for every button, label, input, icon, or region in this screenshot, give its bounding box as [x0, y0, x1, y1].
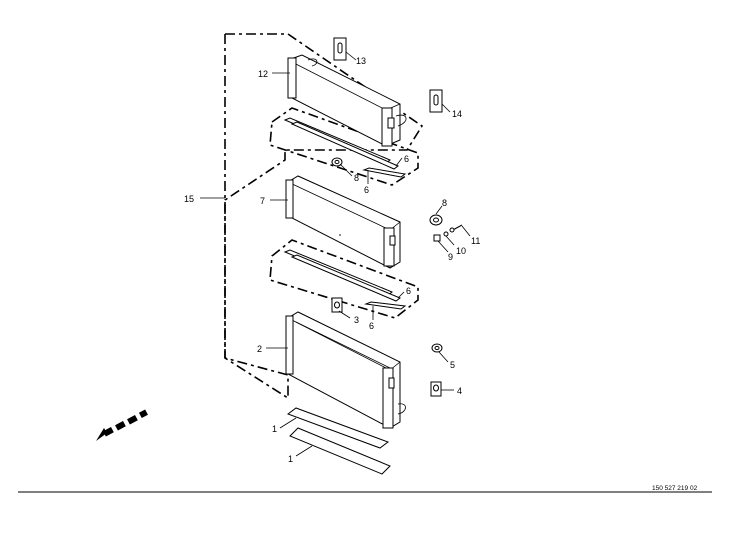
- callout-6d: 6: [369, 321, 374, 331]
- bracket-14: [429, 89, 443, 113]
- callout-8b: 8: [442, 198, 447, 208]
- callout-15: 15: [184, 194, 194, 204]
- callout-12: 12: [258, 69, 268, 79]
- direction-arrow-icon: [96, 409, 148, 441]
- callout-2: 2: [257, 344, 262, 354]
- pad-1-upper: [286, 407, 390, 449]
- callout-4: 4: [457, 386, 462, 396]
- callout-6b: 6: [364, 185, 369, 195]
- grommet-8-right: [429, 214, 443, 226]
- callout-1a: 1: [272, 424, 277, 434]
- callout-3: 3: [354, 315, 359, 325]
- nut-9: [433, 234, 441, 242]
- cooler-12: [287, 54, 407, 147]
- grommet-8-upper: [331, 157, 343, 167]
- leader-lines: [200, 51, 471, 457]
- callout-6a: 6: [404, 154, 409, 164]
- callout-5: 5: [450, 360, 455, 370]
- seal-strips-lower: [283, 249, 407, 310]
- washer-10: [443, 231, 449, 237]
- callout-8a: 8: [354, 173, 359, 183]
- screw-11: [449, 224, 463, 233]
- drawing-number: 150 527 219 02: [652, 485, 698, 492]
- bracket-13: [333, 37, 347, 61]
- seal-strips-upper: [283, 117, 407, 178]
- cooler-7: [285, 175, 401, 269]
- pad-1-lower: [289, 427, 391, 475]
- callout-13: 13: [356, 56, 366, 66]
- callout-11: 11: [471, 236, 480, 246]
- grommet-5: [431, 343, 443, 353]
- bracket-4: [430, 381, 442, 397]
- seal-kit-outline-upper: [269, 107, 419, 186]
- callout-1b: 1: [288, 454, 293, 464]
- bracket-3: [331, 297, 343, 313]
- radiator-2: [285, 311, 406, 429]
- callout-6c: 6: [406, 286, 411, 296]
- callout-9: 9: [448, 252, 453, 262]
- seal-kit-outline-lower: [269, 239, 419, 319]
- callout-10: 10: [456, 246, 466, 256]
- callout-14: 14: [452, 109, 462, 119]
- callout-7: 7: [260, 196, 265, 206]
